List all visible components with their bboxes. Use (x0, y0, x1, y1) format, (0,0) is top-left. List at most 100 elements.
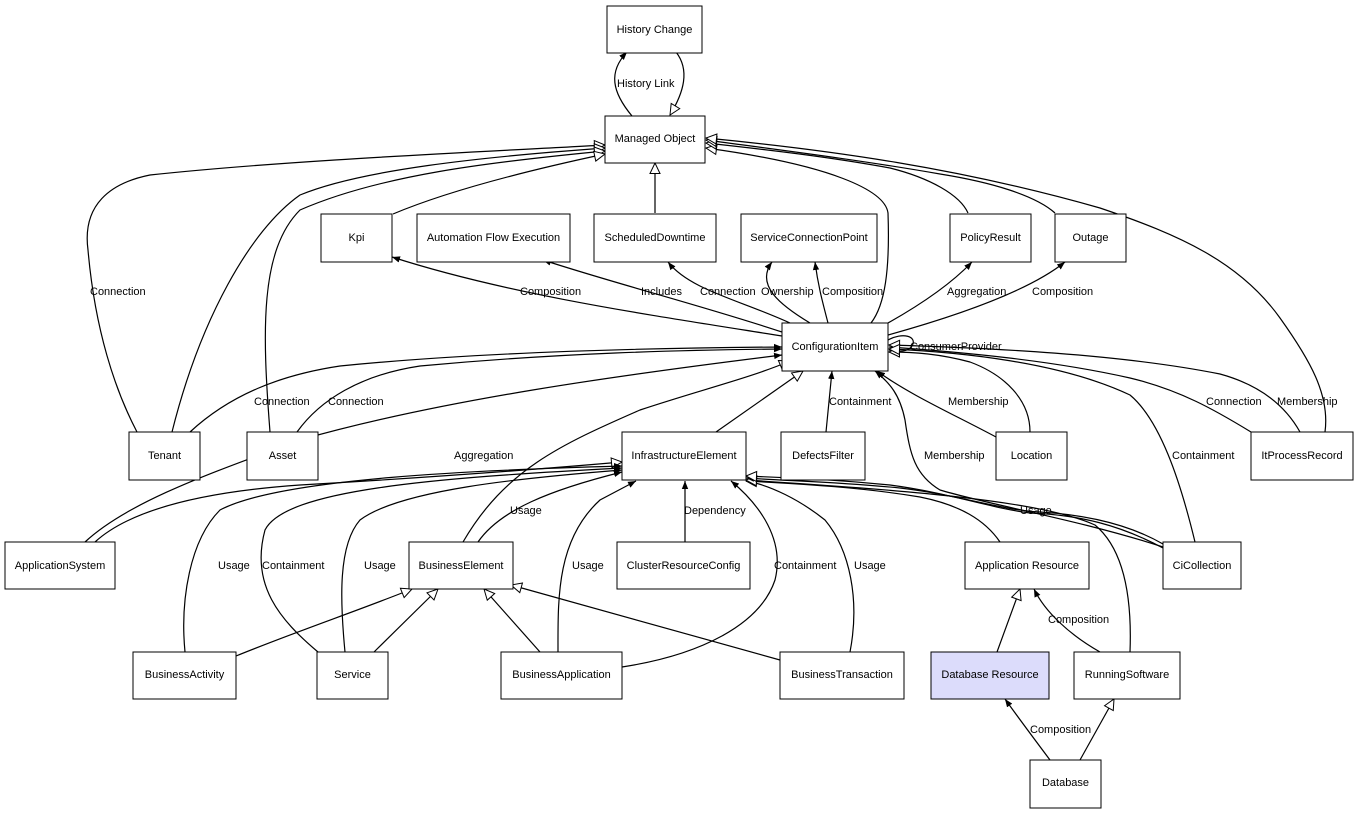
edge-policy-result-to-managed-object (706, 143, 969, 214)
edge-label-containment: Containment (774, 560, 836, 572)
edge-location-to-ci (889, 352, 1031, 433)
edge-tenant-to-managed-object-2 (171, 148, 605, 433)
class-node-service[interactable]: Service (316, 651, 389, 700)
edge-label-usage: Usage (854, 560, 886, 572)
class-node-business-transaction[interactable]: BusinessTransaction (779, 651, 905, 700)
class-node-managed-object[interactable]: Managed Object (604, 115, 706, 164)
svg-text:CiCollection: CiCollection (1173, 560, 1232, 572)
edge-cicollection-usage-infra (745, 475, 1164, 545)
class-node-automation-flow-execution[interactable]: Automation Flow Execution (416, 213, 571, 263)
edge-cicollection-to-infra (746, 476, 1164, 549)
edge-appsys-aggregation-ci (84, 352, 783, 543)
class-node-business-element[interactable]: BusinessElement (408, 541, 514, 590)
svg-text:BusinessActivity: BusinessActivity (145, 669, 225, 681)
svg-text:ClusterResourceConfig: ClusterResourceConfig (627, 560, 741, 572)
edge-ci-ownership-scp (764, 261, 811, 324)
edge-ci-connection-scheduled-downtime (667, 261, 791, 324)
svg-text:ScheduledDowntime: ScheduledDowntime (605, 232, 706, 244)
svg-text:Kpi: Kpi (349, 232, 365, 244)
edge-label-membership: Membership (948, 396, 1009, 408)
edge-cicollection-to-ci (889, 349, 1196, 543)
class-node-running-software[interactable]: RunningSoftware (1073, 651, 1181, 700)
edge-label-connection: Connection (700, 286, 756, 298)
edge-label-membership: Membership (924, 450, 985, 462)
edge-business-element-usage-infra (477, 470, 623, 543)
class-node-application-system[interactable]: ApplicationSystem (4, 541, 116, 590)
edge-kpi-to-managed-object (392, 154, 605, 215)
edge-defects-filter-containment-ci (825, 370, 835, 433)
class-node-tenant[interactable]: Tenant (128, 431, 201, 481)
svg-text:BusinessElement: BusinessElement (419, 560, 504, 572)
edge-business-transaction-usage-infra (745, 479, 855, 653)
edge-history-link (614, 51, 633, 117)
edge-running-software-to-infra (746, 480, 1131, 653)
edge-label-usage: Usage (1020, 505, 1052, 517)
class-node-ci-collection[interactable]: CiCollection (1162, 541, 1242, 590)
edge-database-resource-to-application-resource (996, 589, 1020, 653)
class-node-cluster-resource-config[interactable]: ClusterResourceConfig (616, 541, 751, 590)
edge-business-transaction-to-business-element (511, 585, 781, 661)
edge-label-connection: Connection (90, 286, 146, 298)
class-node-database[interactable]: Database (1029, 759, 1102, 809)
edge-service-to-business-element (373, 589, 438, 653)
class-node-database-resource[interactable]: Database Resource (930, 651, 1050, 700)
edge-ci-composition-scp (812, 261, 829, 324)
class-node-asset[interactable]: Asset (246, 431, 319, 481)
edge-ci-to-managed-object (706, 148, 889, 324)
edge-label-containment: Containment (262, 560, 324, 572)
edge-business-application-to-business-element (484, 589, 541, 653)
svg-text:PolicyResult: PolicyResult (960, 232, 1021, 244)
svg-text:Database: Database (1042, 777, 1089, 789)
class-node-business-activity[interactable]: BusinessActivity (132, 651, 237, 700)
edge-ipr-to-ci (889, 345, 1301, 433)
class-node-service-connection-point[interactable]: ServiceConnectionPoint (740, 213, 878, 263)
class-node-defects-filter[interactable]: DefectsFilter (780, 431, 866, 481)
edge-ipr-connection-ci (888, 344, 1252, 433)
edge-label-aggregation: Aggregation (454, 450, 513, 462)
class-node-outage[interactable]: Outage (1054, 213, 1127, 263)
class-node-history-change[interactable]: History Change (606, 5, 703, 54)
edge-business-application-usage-infra (557, 480, 637, 653)
class-node-scheduled-downtime[interactable]: ScheduledDowntime (593, 213, 717, 263)
edge-label-composition: Composition (1032, 286, 1093, 298)
edge-label-usage: Usage (510, 505, 542, 517)
edge-service-containment-infra (260, 465, 623, 653)
class-node-business-application[interactable]: BusinessApplication (500, 651, 623, 700)
edge-asset-to-managed-object (264, 151, 605, 433)
edge-label-consumer-provider: ConsumerProvider (910, 341, 1002, 353)
class-node-infrastructure-element[interactable]: InfrastructureElement (621, 431, 747, 481)
edge-label-usage: Usage (572, 560, 604, 572)
edge-asset-connection-ci (296, 345, 783, 433)
edge-business-application-containment-infra (621, 480, 778, 668)
class-node-it-process-record[interactable]: ItProcessRecord (1250, 431, 1354, 481)
edge-cicollection-membership-ci (874, 370, 1164, 548)
svg-text:Application Resource: Application Resource (975, 560, 1079, 572)
edge-label-history-link: History Link (617, 78, 675, 90)
edge-running-software-composition-application-resource (1033, 588, 1101, 653)
edge-label-usage: Usage (364, 560, 396, 572)
svg-text:ConfigurationItem: ConfigurationItem (792, 341, 879, 353)
edge-label-composition: Composition (822, 286, 883, 298)
class-node-policy-result[interactable]: PolicyResult (949, 213, 1032, 263)
class-node-application-resource[interactable]: Application Resource (964, 541, 1090, 590)
edge-label-usage: Usage (218, 560, 250, 572)
class-node-configuration-item[interactable]: ConfigurationItem (781, 322, 889, 372)
svg-text:DefectsFilter: DefectsFilter (792, 450, 854, 462)
edge-label-ownership: Ownership (761, 286, 814, 298)
svg-text:ItProcessRecord: ItProcessRecord (1261, 450, 1342, 462)
edge-location-membership-ci (876, 370, 997, 438)
edge-label-connection: Connection (254, 396, 310, 408)
class-node-location[interactable]: Location (995, 431, 1068, 481)
svg-text:BusinessTransaction: BusinessTransaction (791, 669, 893, 681)
edge-ci-aggregation-policy-result (887, 261, 973, 324)
svg-text:Database Resource: Database Resource (941, 669, 1038, 681)
edge-ci-includes-automation-flow (542, 259, 783, 333)
edge-label-connection: Connection (1206, 396, 1262, 408)
edge-tenant-to-managed-object (86, 145, 605, 433)
class-node-kpi[interactable]: Kpi (320, 213, 393, 263)
edge-ci-composition-kpi (391, 256, 783, 337)
svg-text:Location: Location (1011, 450, 1053, 462)
svg-text:Tenant: Tenant (148, 450, 181, 462)
edge-business-activity-usage-infra (183, 463, 623, 653)
